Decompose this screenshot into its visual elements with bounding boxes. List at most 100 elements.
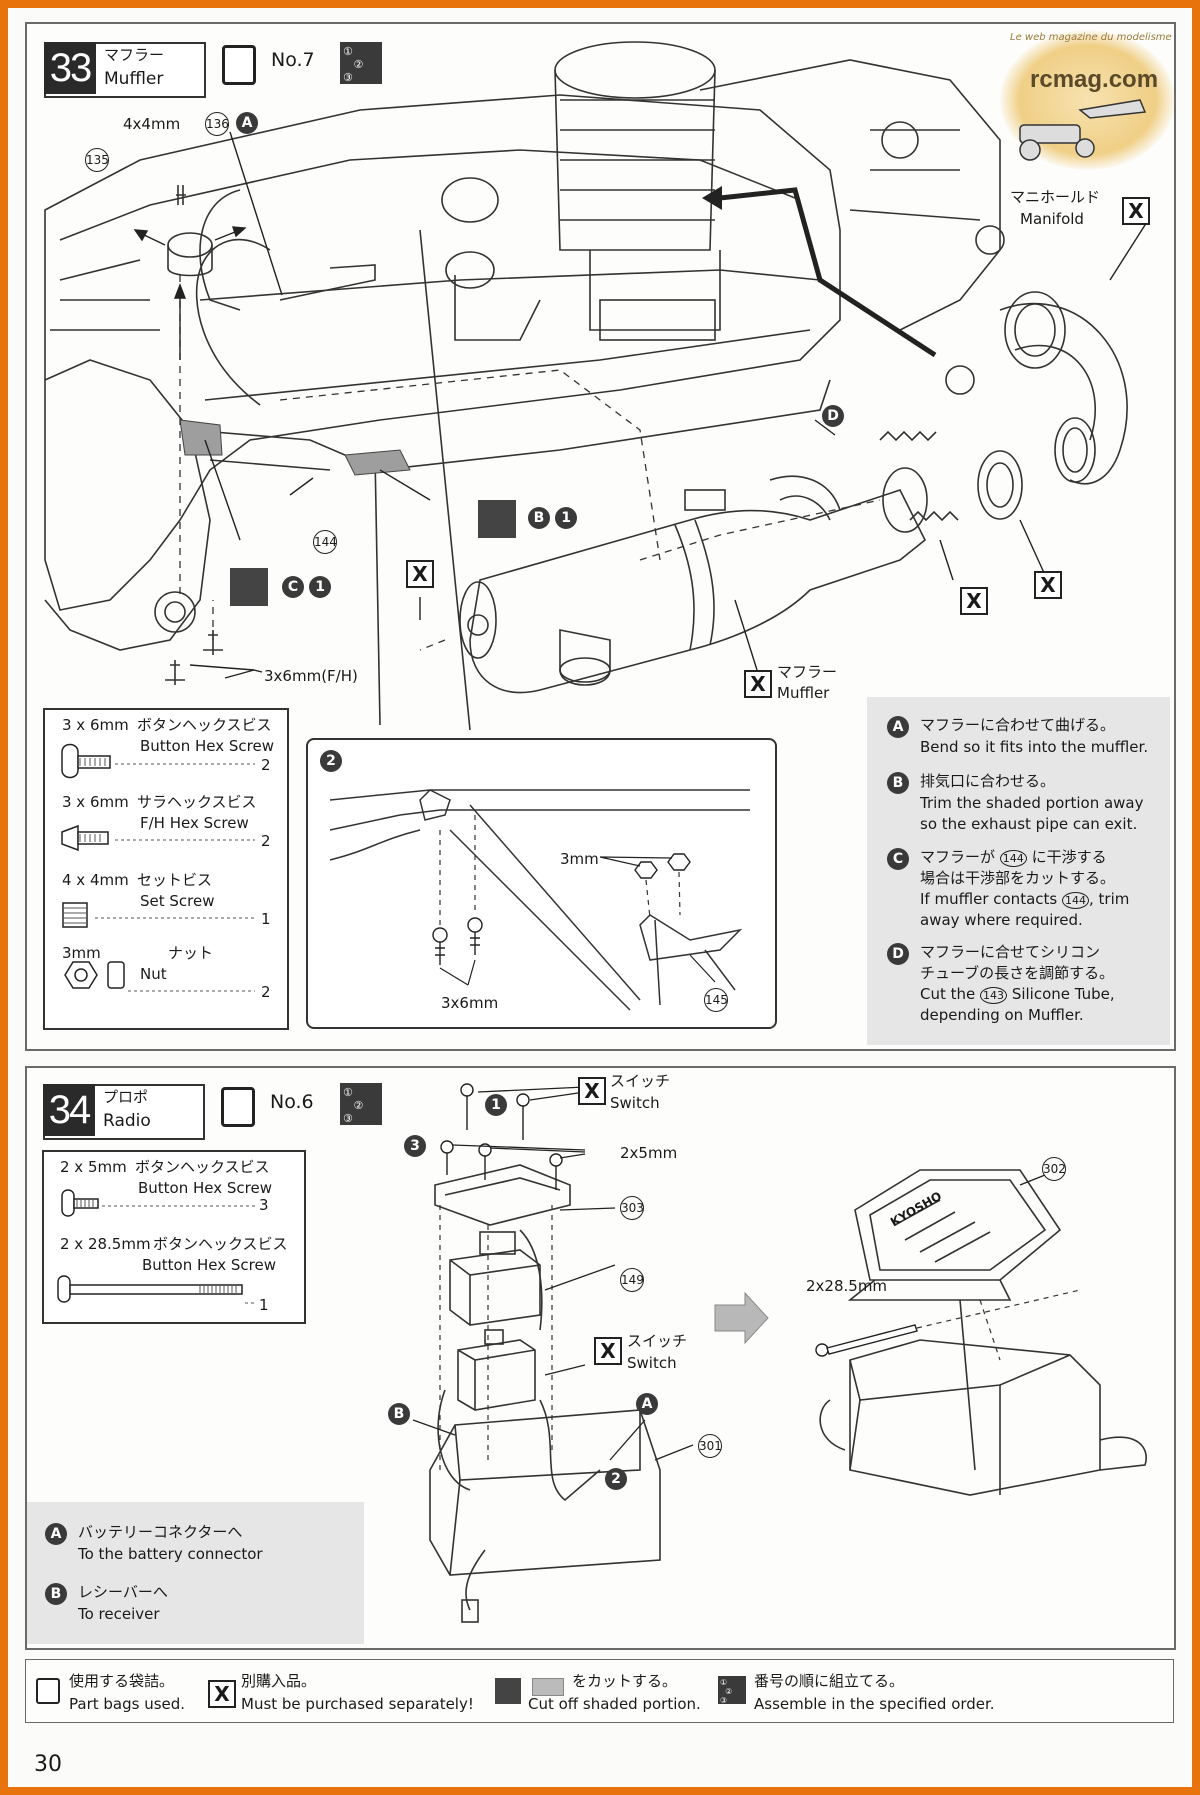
part-row-name-en: Button Hex Screw — [142, 1256, 277, 1274]
manifold-en-label: Manifold — [1020, 210, 1084, 228]
legend-bag-icon — [36, 1678, 60, 1704]
note-c-badge: C — [887, 848, 909, 870]
note-d-en-line2: depending on Muffler. — [920, 1006, 1084, 1024]
note-a-badge: A — [45, 1523, 67, 1545]
step-34-title-jp: プロポ — [103, 1088, 149, 1106]
switch-jp-label: スイッチ — [610, 1072, 671, 1090]
part-303-label: 303 — [620, 1196, 644, 1220]
legend-x-icon: X — [208, 1680, 236, 1708]
part-row-name-jp: ボタンヘックスビス — [135, 1158, 270, 1176]
part-row-size: 4 x 4mm — [62, 871, 129, 889]
part-row-qty: 1 — [261, 910, 271, 928]
switch-x-icon: X — [594, 1337, 622, 1365]
part-row-name-en: Button Hex Screw — [138, 1179, 273, 1197]
part-302-label: 302 — [1042, 1157, 1066, 1181]
switch-jp-label: スイッチ — [627, 1332, 688, 1350]
legend-order-en: Assemble in the specified order. — [754, 1695, 995, 1713]
set-screw-x-icon: X — [406, 560, 434, 588]
legend-cut-icon — [495, 1678, 521, 1704]
legend-bag-jp: 使用する袋詰。 — [69, 1672, 175, 1690]
manifold-jp-label: マニホールド — [1010, 188, 1101, 206]
note-d-en-line1: Cut the 143 Silicone Tube, — [920, 985, 1115, 1004]
cut-icon-c — [230, 568, 268, 606]
part-row-name-en: Button Hex Screw — [140, 737, 275, 755]
part-row-qty: 2 — [261, 756, 271, 774]
part-135-label: 135 — [85, 148, 109, 172]
muffler-en-label: Muffler — [777, 684, 830, 702]
part-row-size: 3mm — [62, 944, 101, 962]
note-b-badge: B — [45, 1583, 67, 1605]
screw-3x6fh-label: 3x6mm(F/H) — [264, 667, 358, 685]
order-1-badge: 1 — [485, 1094, 507, 1116]
screw-2x5-label: 2x5mm — [620, 1144, 678, 1162]
callout-a-badge: A — [636, 1393, 658, 1415]
bag-icon — [222, 45, 256, 85]
part-row-size: 3 x 6mm — [62, 716, 129, 734]
note-b-jp: レシーバーへ — [78, 1583, 168, 1601]
legend-bag-en: Part bags used. — [69, 1695, 186, 1713]
part-row-qty: 1 — [259, 1296, 269, 1314]
order-3-badge: 3 — [404, 1135, 426, 1157]
note-c-jp-line1: マフラーが 144 に干渉する — [920, 848, 1107, 867]
step-34-number: 34 — [43, 1084, 95, 1136]
part-row-qty: 2 — [261, 983, 271, 1001]
legend-cut-en: Cut off shaded portion. — [528, 1695, 701, 1713]
note-a-en: Bend so it fits into the muffler. — [920, 738, 1149, 756]
note-d-jp-line1: マフラーに合せてシリコン — [920, 943, 1101, 961]
part-row-name-jp: ボタンヘックスビス — [153, 1235, 288, 1253]
note-b-en-line2: so the exhaust pipe can exit. — [920, 815, 1138, 833]
manifold-x-icon: X — [1122, 197, 1150, 225]
screw-4x4-label: 4x4mm — [123, 115, 181, 133]
callout-d-badge: D — [822, 405, 844, 427]
legend-cut-jp: をカットする。 — [572, 1672, 678, 1690]
nut-3mm-label: 3mm — [560, 850, 599, 868]
part-144-label: 144 — [313, 530, 337, 554]
note-b-en: To receiver — [78, 1605, 160, 1623]
step-33-notes-panel — [867, 697, 1170, 1045]
part-row-name-jp: セットビス — [137, 871, 213, 889]
part-row-size: 2 x 5mm — [60, 1158, 127, 1176]
order-2-badge: 2 — [605, 1468, 627, 1490]
spring-x-icon: X — [960, 587, 988, 615]
step-34-bag-number: No.6 — [270, 1091, 314, 1113]
part-row-name-jp: ボタンヘックスビス — [137, 716, 272, 734]
legend-x-en: Must be purchased separately! — [241, 1695, 474, 1713]
part-row-size: 2 x 28.5mm — [60, 1235, 151, 1253]
step-34-title-en: Radio — [103, 1111, 151, 1131]
legend-shaded-swatch — [532, 1678, 564, 1696]
detail-2-badge: 2 — [320, 750, 342, 772]
part-row-qty: 3 — [259, 1196, 269, 1214]
part-row-name-jp: ナット — [168, 944, 214, 962]
note-a-jp: バッテリーコネクターへ — [78, 1523, 243, 1541]
cut-icon-b — [478, 500, 516, 538]
step-34-notes-panel — [27, 1502, 364, 1644]
note-d-jp-line2: チューブの長さを調節する。 — [920, 964, 1115, 982]
watermark-brand: rcmag.com — [1030, 66, 1159, 93]
note-b-en-line1: Trim the shaded portion away — [920, 794, 1144, 812]
legend-order-jp: 番号の順に組立てる。 — [754, 1672, 905, 1690]
legend-x-jp: 別購入品。 — [241, 1672, 317, 1690]
part-row-name-en: Nut — [140, 965, 167, 983]
note-b-jp: 排気口に合わせる。 — [920, 772, 1056, 790]
screw-3x6-label: 3x6mm — [441, 994, 499, 1012]
detail-2-inset — [306, 738, 777, 1029]
part-row-size: 3 x 6mm — [62, 793, 129, 811]
gasket-x-icon: X — [1034, 571, 1062, 599]
switch-en-label: Switch — [627, 1354, 677, 1372]
part-301-label: 301 — [698, 1434, 722, 1458]
part-row-name-en: Set Screw — [140, 892, 215, 910]
bag-icon — [221, 1087, 255, 1127]
part-row-qty: 2 — [261, 832, 271, 850]
part-row-name-jp: サラヘックスビス — [137, 793, 257, 811]
note-c-en-line2: away where required. — [920, 911, 1083, 929]
screw-2x28-label: 2x28.5mm — [806, 1277, 888, 1295]
page-number: 30 — [34, 1752, 62, 1777]
